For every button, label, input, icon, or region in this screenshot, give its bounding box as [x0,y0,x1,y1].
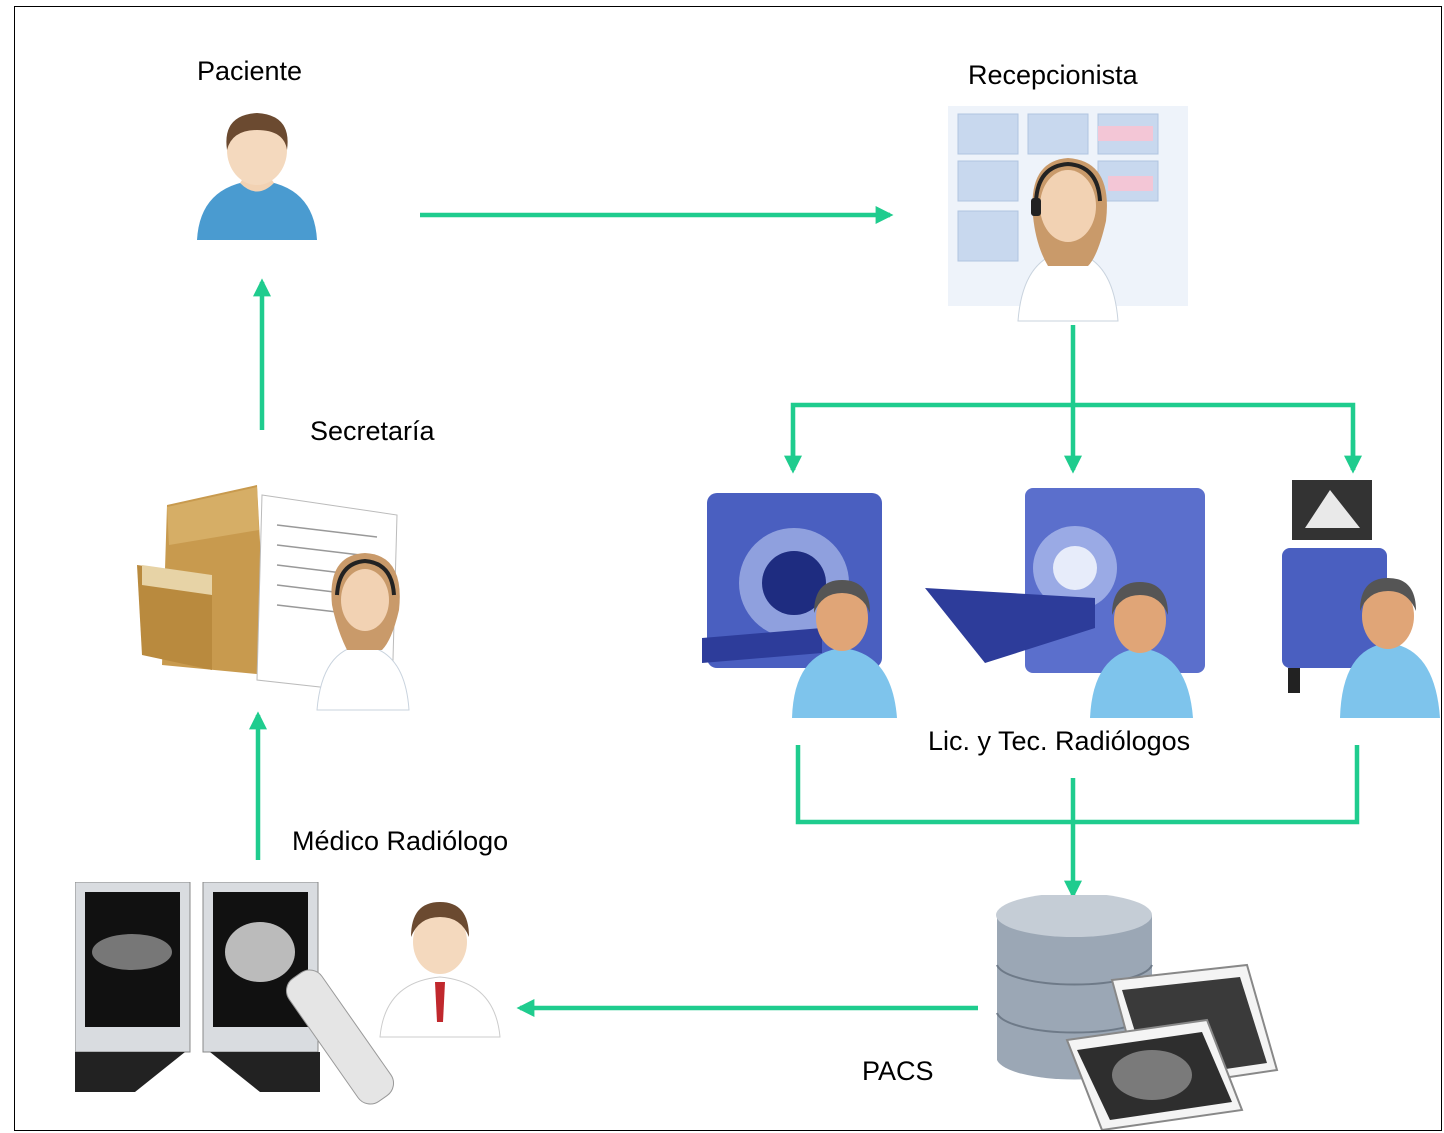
xray-machine-icon [1282,480,1440,718]
database-images-icon [996,895,1279,1130]
mri-scanner-icon [702,493,897,718]
ct-scanner-icon [925,488,1205,718]
secretary-files-icon [137,485,410,711]
radiologist-workstation-icon [75,882,501,1105]
edge-recepcionista-branch [790,402,1356,470]
recepcionista-label: Recepcionista [968,60,1138,90]
paciente-label: Paciente [197,56,303,86]
secretaria-label: Secretaría [310,416,435,446]
receptionist-icon [948,106,1188,322]
patient-icon [197,113,317,240]
diagram-frame [14,6,1442,1131]
edge-tecnicos-collector [795,745,1360,825]
tecnicos-label: Lic. y Tec. Radiólogos [928,726,1191,756]
pacs-label: PACS [862,1056,934,1086]
medico-label: Médico Radiólogo [292,826,509,856]
